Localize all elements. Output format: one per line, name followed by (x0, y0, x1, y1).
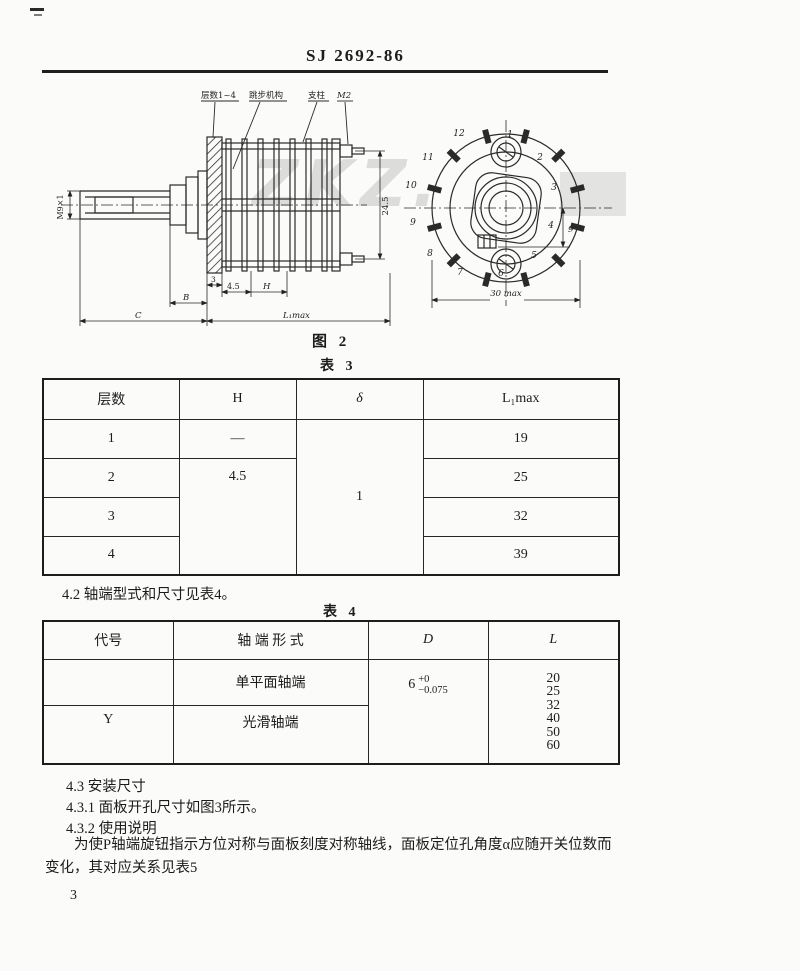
table4-label: 表 4 (323, 605, 360, 620)
page-number: 3 (70, 888, 77, 903)
table4-header-l: L (487, 620, 620, 660)
l-value: 40 (546, 710, 561, 726)
table4-header-form: 轴 端 形 式 (172, 620, 369, 660)
position-number: 6 (498, 269, 504, 279)
table3-cell-layers: 3 (42, 496, 180, 537)
figure2-side-view: 层数1~4 跳步机构 支柱 M2 M9×1 24.5 3 4.5 H B C L… (56, 90, 391, 326)
scan-artifact (30, 8, 44, 11)
watermark-fragment (560, 172, 626, 216)
position-number: 9 (410, 218, 416, 228)
dim-4-5-label: 4.5 (227, 282, 240, 291)
table3-cell-h: — (178, 418, 297, 459)
position-number: 3 (551, 183, 557, 193)
section-4-3-1: 4.3.1 面板开孔尺寸如图3所示。 (66, 800, 266, 816)
position-number: 5 (531, 251, 537, 261)
table4-cell-code-empty (42, 658, 174, 706)
position-number: 12 (453, 129, 465, 139)
callout-post-label: 支柱 (308, 90, 326, 101)
table4-cell-form2: 光滑轴端 (172, 704, 369, 765)
table3-header-delta: δ (295, 378, 424, 420)
position-number: 11 (422, 153, 433, 163)
position-number: 10 (405, 181, 417, 191)
dim-h-label: H (262, 282, 271, 292)
watermark: ZKZ. (252, 148, 443, 222)
side-view-drawing (61, 100, 391, 326)
table4-cell-d: 6+0−0.075 (367, 658, 489, 765)
callout-step-label: 跳步机构 (249, 90, 283, 101)
table4: 代号 轴 端 形 式 D L 单平面轴端 6+0−0.075 20 25 32 … (42, 620, 620, 765)
table3-cell-delta: 1 (295, 418, 424, 576)
section-4-3: 4.3 安装尺寸 (66, 779, 146, 795)
scan-artifact (34, 14, 42, 16)
d-lower-tolerance: −0.075 (418, 684, 448, 696)
table3-label: 表 3 (320, 359, 357, 374)
table4-cell-l: 20 25 32 40 50 60 (487, 658, 620, 765)
table3-cell-l1max: 32 (422, 496, 620, 537)
section-4-3-2: 4.3.2 使用说明 (66, 821, 157, 837)
callout-decks-label: 层数1~4 (201, 90, 236, 101)
table3-header-layers: 层数 (42, 378, 180, 420)
l-value: 25 (546, 683, 561, 699)
table3-cell-h-merged: 4.5 (178, 457, 297, 576)
dim-c-label: C (135, 311, 142, 321)
table3-header-h: H (178, 378, 297, 420)
l-value: 60 (546, 737, 561, 753)
position-number: 2 (536, 153, 543, 163)
figure2-caption: 图 2 (312, 334, 351, 350)
position-number: 8 (427, 249, 433, 259)
table3-header-l1max: L₁max (422, 378, 620, 420)
dim-24-5-label: 24.5 (381, 197, 391, 216)
l-value: 50 (546, 723, 561, 739)
table4-cell-form1: 单平面轴端 (172, 658, 369, 706)
table4-header-d: D (367, 620, 489, 660)
figure2-front-view: 1 2 3 4 5 6 7 8 9 10 11 12 30 max 9 (404, 120, 612, 308)
table3-cell-layers: 1 (42, 418, 180, 459)
position-number: 7 (457, 268, 463, 278)
dim-30max-label: 30 max (490, 289, 522, 299)
section-4-2: 4.2 轴端型式和尺寸见表4。 (62, 587, 236, 603)
d-upper-tolerance: +0 (418, 673, 430, 685)
position-number: 1 (507, 130, 513, 140)
dim-b-label: B (182, 293, 189, 303)
table4-cell-code: Y (42, 704, 174, 765)
front-view-drawing (404, 120, 612, 308)
position-number: 4 (547, 221, 554, 231)
dim-l1max-label: L₁max (282, 311, 310, 321)
dim-9-label: 9 (568, 225, 574, 235)
d-base-value: 6 (408, 676, 416, 692)
dim-m9x1-label: M9×1 (56, 194, 65, 219)
table3-cell-layers: 2 (42, 457, 180, 498)
dim-3-label: 3 (211, 275, 216, 284)
callout-m2-label: M2 (336, 91, 351, 101)
table3: 层数 H δ L₁max 1 — 1 19 2 4.5 25 3 32 4 39 (42, 378, 620, 576)
table3-cell-layers: 4 (42, 535, 180, 576)
usage-paragraph: 为使P轴端旋钮指示方位对称与面板刻度对称轴线，面板定位孔角度α应随开关位数而变化… (45, 837, 612, 876)
table4-header-code: 代号 (42, 620, 174, 660)
l-value: 20 (546, 669, 561, 685)
table3-cell-l1max: 39 (422, 535, 620, 576)
table3-cell-l1max: 25 (422, 457, 620, 498)
header-rule (42, 70, 608, 73)
standard-code: SJ 2692-86 (306, 46, 405, 65)
l-value: 32 (546, 696, 561, 712)
table3-cell-l1max: 19 (422, 418, 620, 459)
